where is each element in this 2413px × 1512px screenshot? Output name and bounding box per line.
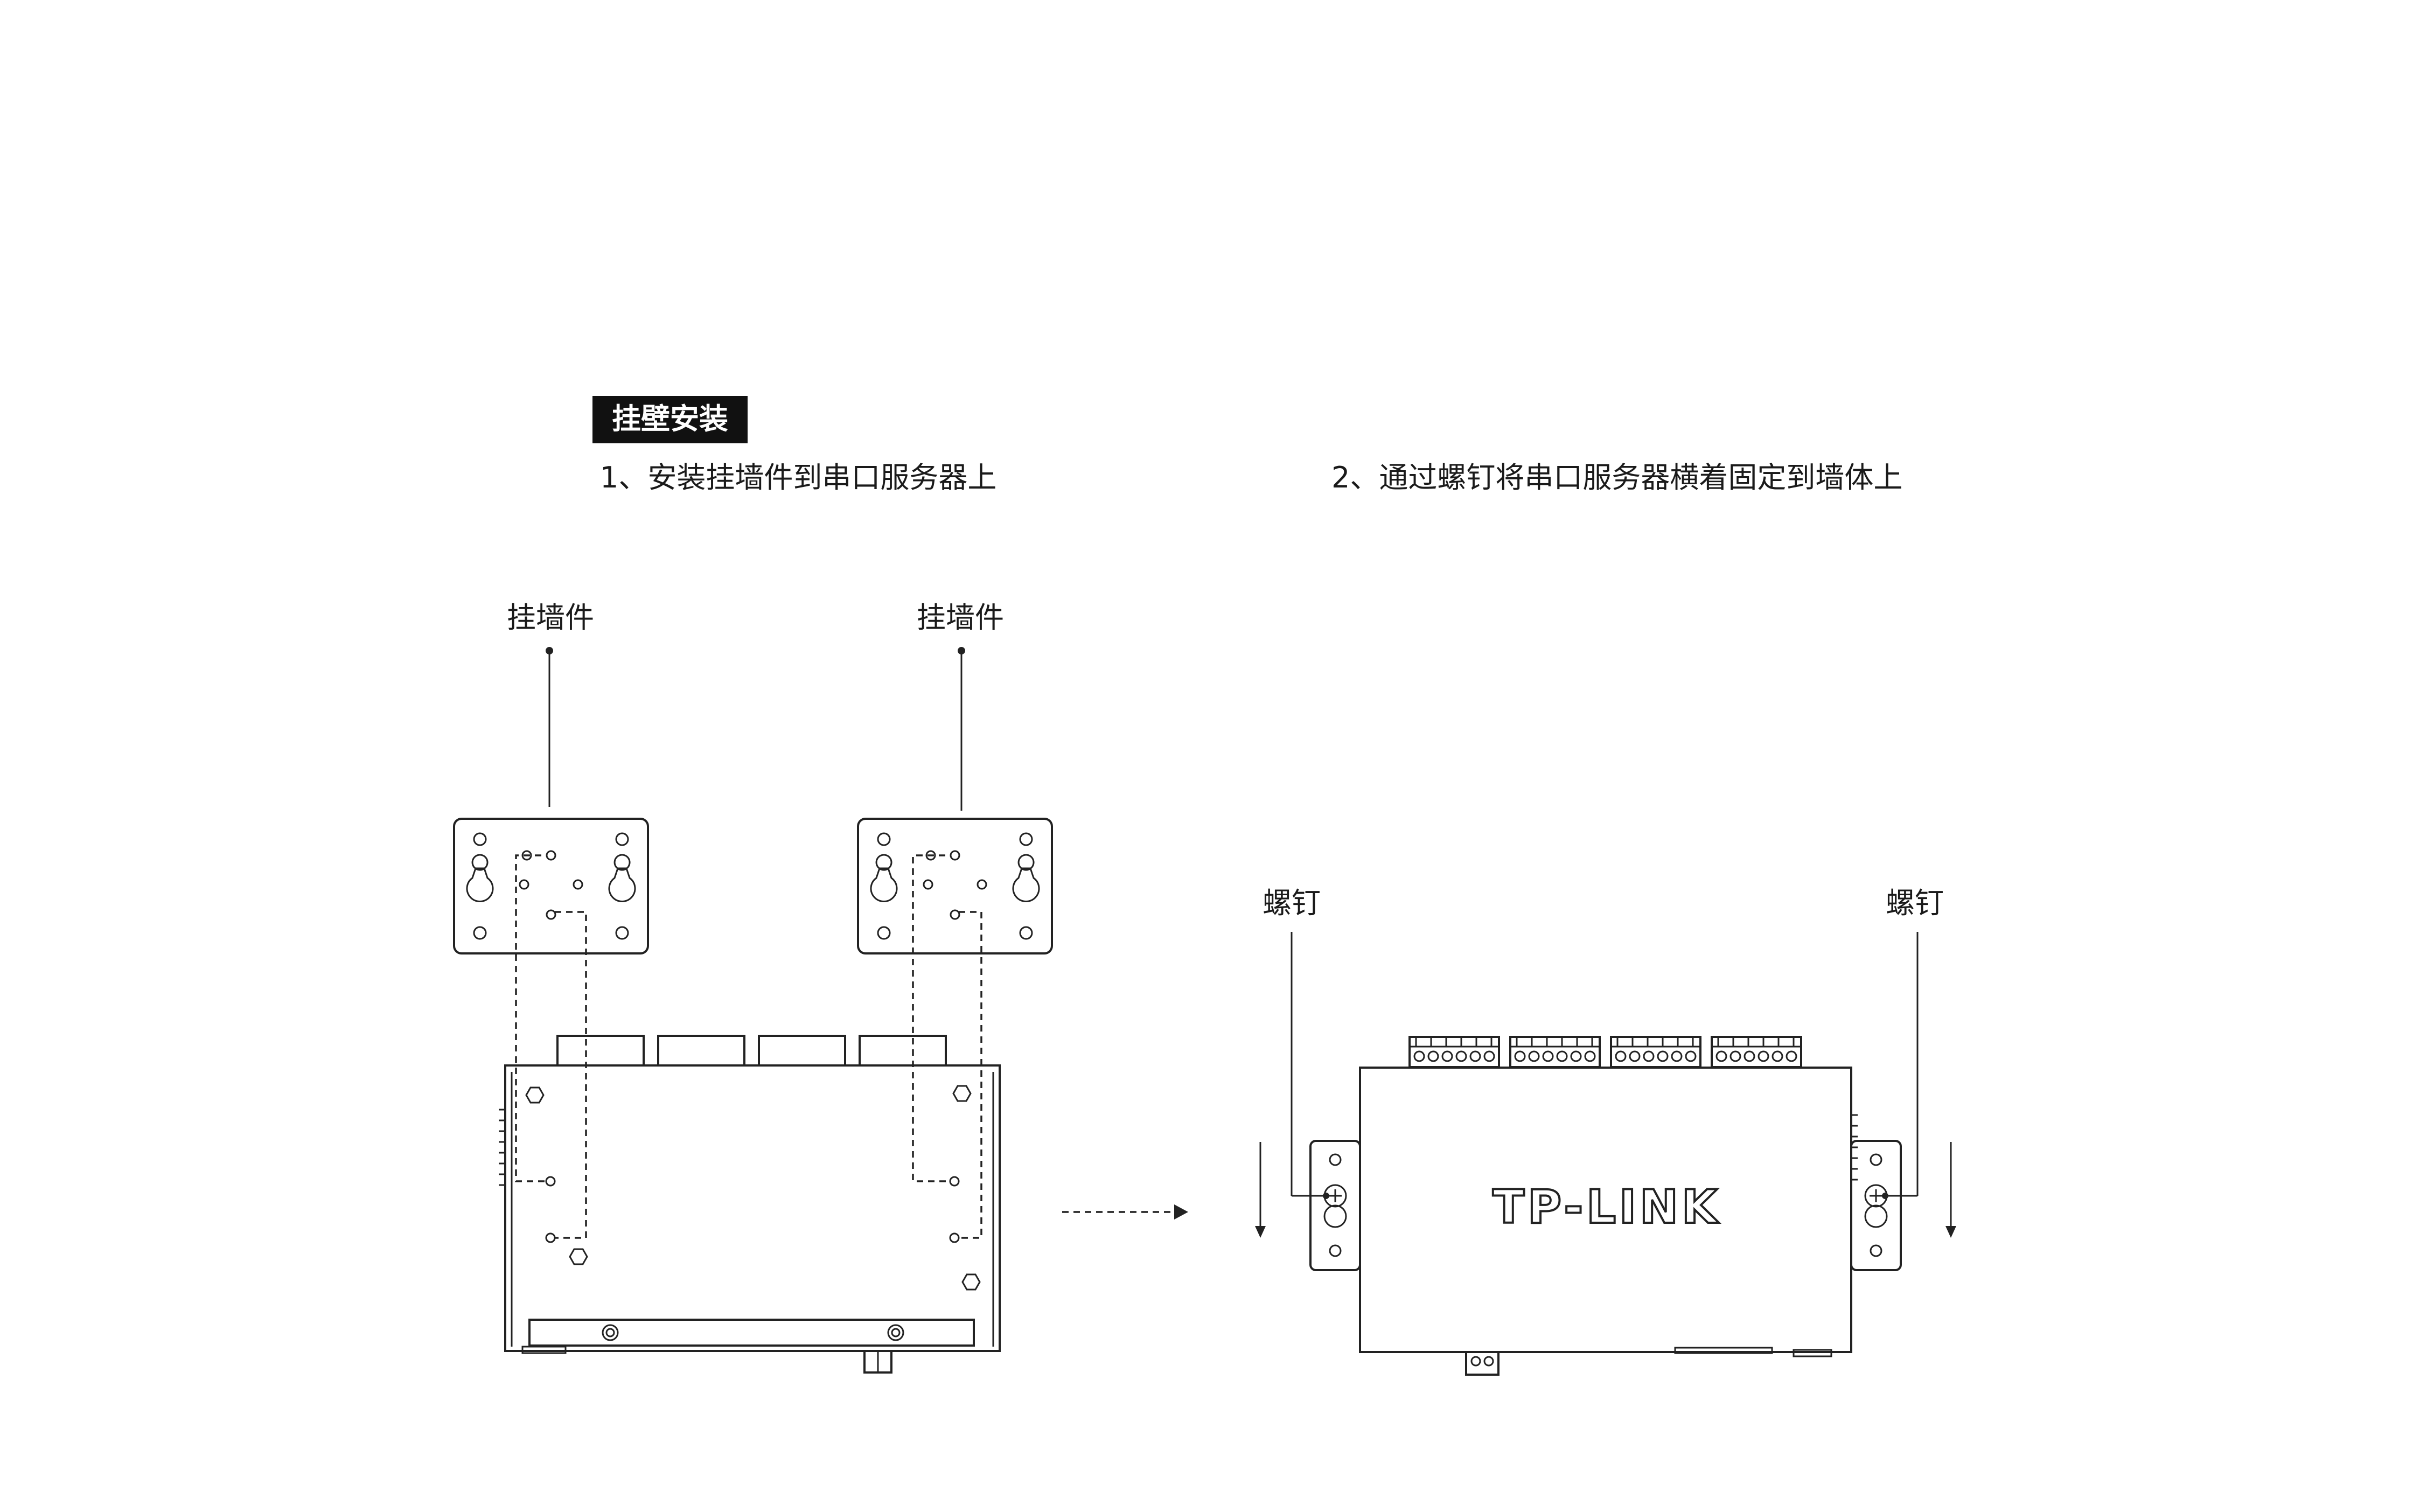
serial-server-back-view bbox=[499, 1064, 1001, 1374]
bracket-leader-left bbox=[546, 647, 553, 807]
dashed-right-arrow-icon bbox=[1062, 1204, 1188, 1220]
bracket-label-right: 挂墙件 bbox=[917, 601, 1004, 635]
down-arrow-icon bbox=[1945, 1142, 1956, 1238]
tp-link-logo: TP-LINK bbox=[1493, 1180, 1720, 1234]
mounting-ear-right bbox=[1850, 1140, 1902, 1271]
section-badge: 挂壁安装 bbox=[592, 396, 748, 443]
step-1-illustration: 挂墙件 挂墙件 bbox=[453, 601, 1053, 1374]
screw-label-left: 螺钉 bbox=[1263, 886, 1321, 920]
step-2-illustration: 螺钉 螺钉 bbox=[1255, 886, 1956, 1376]
mounting-ear-left bbox=[1309, 1140, 1361, 1271]
step-2-caption: 2、通过螺钉将串口服务器横着固定到墙体上 bbox=[1331, 461, 1902, 494]
screw-leader-right bbox=[1882, 932, 1919, 1199]
serial-server-front-view: TP-LINK bbox=[1359, 1067, 1858, 1376]
bracket-label-left: 挂墙件 bbox=[507, 601, 594, 635]
wall-bracket-right bbox=[857, 818, 1053, 954]
terminal-blocks bbox=[1408, 1036, 1802, 1068]
down-arrow-icon bbox=[1255, 1142, 1266, 1238]
device-top-connectors bbox=[556, 1035, 947, 1067]
step-1-caption: 1、安装挂墙件到串口服务器上 bbox=[600, 461, 996, 494]
screw-leader-left bbox=[1291, 932, 1329, 1199]
screw-label-right: 螺钉 bbox=[1886, 886, 1944, 920]
alignment-guides bbox=[515, 854, 982, 1239]
wall-bracket-left bbox=[453, 818, 649, 954]
bracket-leader-right bbox=[958, 647, 965, 811]
section-badge-label: 挂壁安装 bbox=[612, 402, 728, 436]
